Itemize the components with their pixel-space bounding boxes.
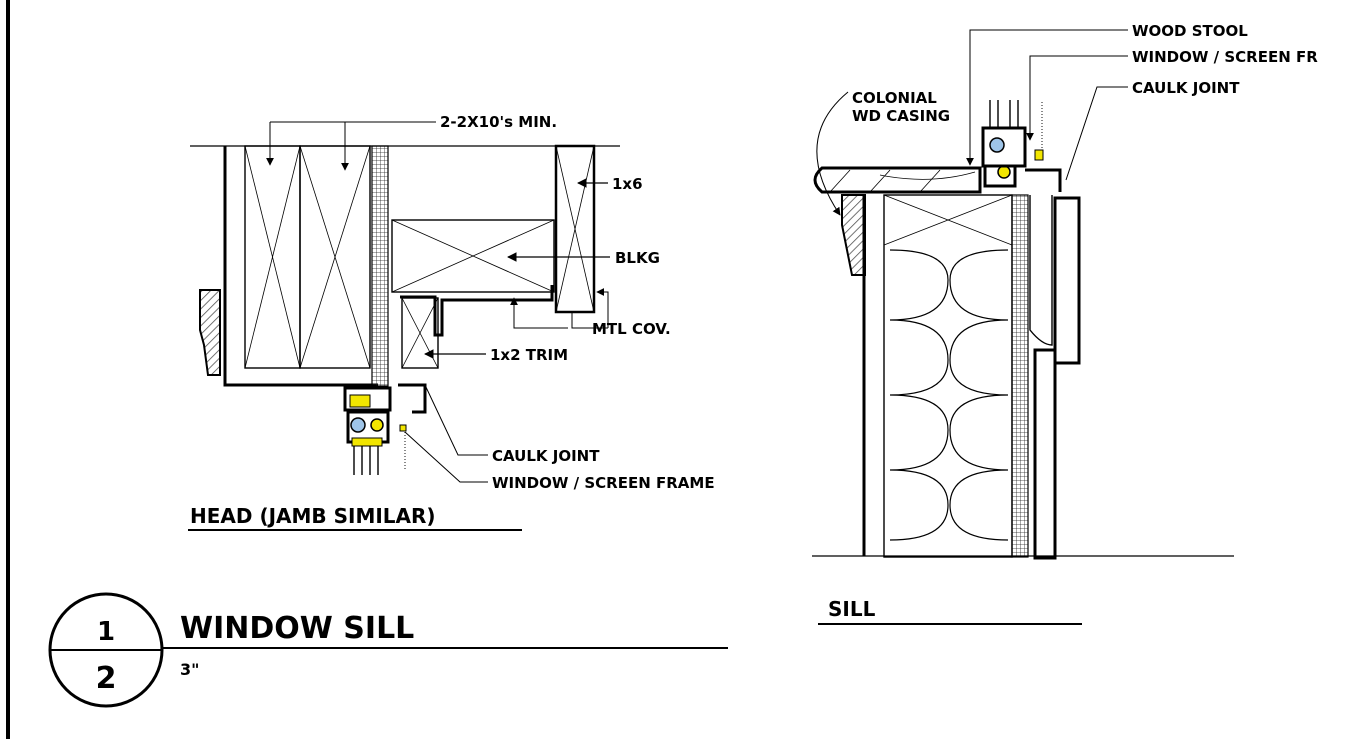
detail-name: WINDOW SILL (180, 611, 414, 646)
label-blocking: BLKG (615, 249, 660, 267)
sheet-number: 2 (96, 661, 117, 696)
label-sill-caulk: CAULK JOINT (1132, 79, 1240, 97)
label-sill-frame: WINDOW / SCREEN FR (1132, 48, 1318, 66)
label-metal-cover: MTL COV. (592, 320, 671, 338)
label-joists: 2-2X10's MIN. (440, 113, 557, 131)
head-detail: 2-2X10's MIN. 1x6 BLKG MTL COV. 1x2 TRIM… (188, 113, 715, 531)
label-trim-1x6: 1x6 (612, 175, 643, 193)
detail-number: 1 (97, 617, 115, 647)
label-casing-line1: COLONIAL (852, 89, 937, 107)
label-wood-stool: WOOD STOOL (1132, 22, 1248, 40)
detail-tag: 1 2 WINDOW SILL 3" (48, 592, 728, 708)
label-trim-1x2: 1x2 TRIM (490, 346, 568, 364)
sill-detail-title: SILL (828, 597, 876, 621)
detail-scale: 3" (180, 660, 199, 679)
sill-detail: WOOD STOOL WINDOW / SCREEN FR CAULK JOIN… (812, 22, 1318, 625)
label-head-caulk: CAULK JOINT (492, 447, 600, 465)
label-casing-line2: WD CASING (852, 107, 950, 125)
label-head-frame: WINDOW / SCREEN FRAME (492, 474, 715, 492)
head-detail-title: HEAD (JAMB SIMILAR) (190, 504, 436, 528)
